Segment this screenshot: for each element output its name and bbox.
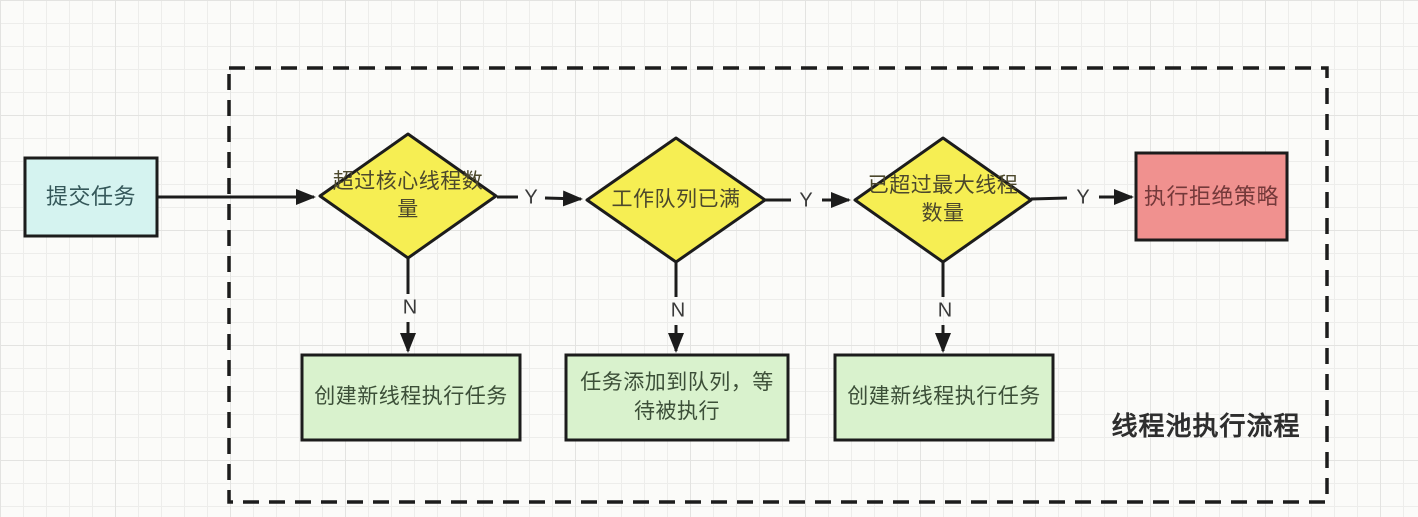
decision3-shape bbox=[853, 136, 1033, 264]
decision2-label: 工作队列已满 bbox=[611, 187, 741, 211]
action2-shape bbox=[564, 353, 790, 442]
decision1-shape bbox=[318, 132, 498, 260]
edge-label-no-3: N bbox=[937, 299, 953, 322]
dashed-group-border bbox=[227, 66, 1329, 504]
edge-label-no-1: N bbox=[402, 296, 418, 319]
action1-shape bbox=[300, 353, 522, 442]
reject-node-label: 执行拒绝策略 bbox=[1143, 183, 1279, 209]
edge-label-no-2: N bbox=[670, 299, 686, 322]
action3-shape bbox=[833, 353, 1055, 442]
action3-label: 创建新线程执行任务 bbox=[847, 385, 1041, 409]
edge-label-yes-3: Y bbox=[1076, 186, 1090, 209]
edge-decision3-yes-a bbox=[1030, 196, 1068, 201]
edge-label-yes-1: Y bbox=[524, 186, 538, 209]
edge-label-yes-2: Y bbox=[799, 189, 813, 212]
decision3-label: 已超过最大线程数量 bbox=[867, 173, 1019, 225]
decision1-label: 超过核心线程数量 bbox=[332, 169, 484, 221]
edge-decision1-yes-b bbox=[544, 190, 583, 207]
decision2-shape bbox=[585, 136, 767, 264]
diagram-caption: 线程池执行流程 bbox=[1111, 411, 1301, 441]
action1-label: 创建新线程执行任务 bbox=[314, 385, 508, 409]
start-node-label: 提交任务 bbox=[45, 184, 136, 210]
reject-node-shape bbox=[1134, 151, 1289, 242]
start-node-shape bbox=[23, 156, 159, 238]
action2-label: 任务添加到队列，等待被执行 bbox=[580, 371, 774, 423]
